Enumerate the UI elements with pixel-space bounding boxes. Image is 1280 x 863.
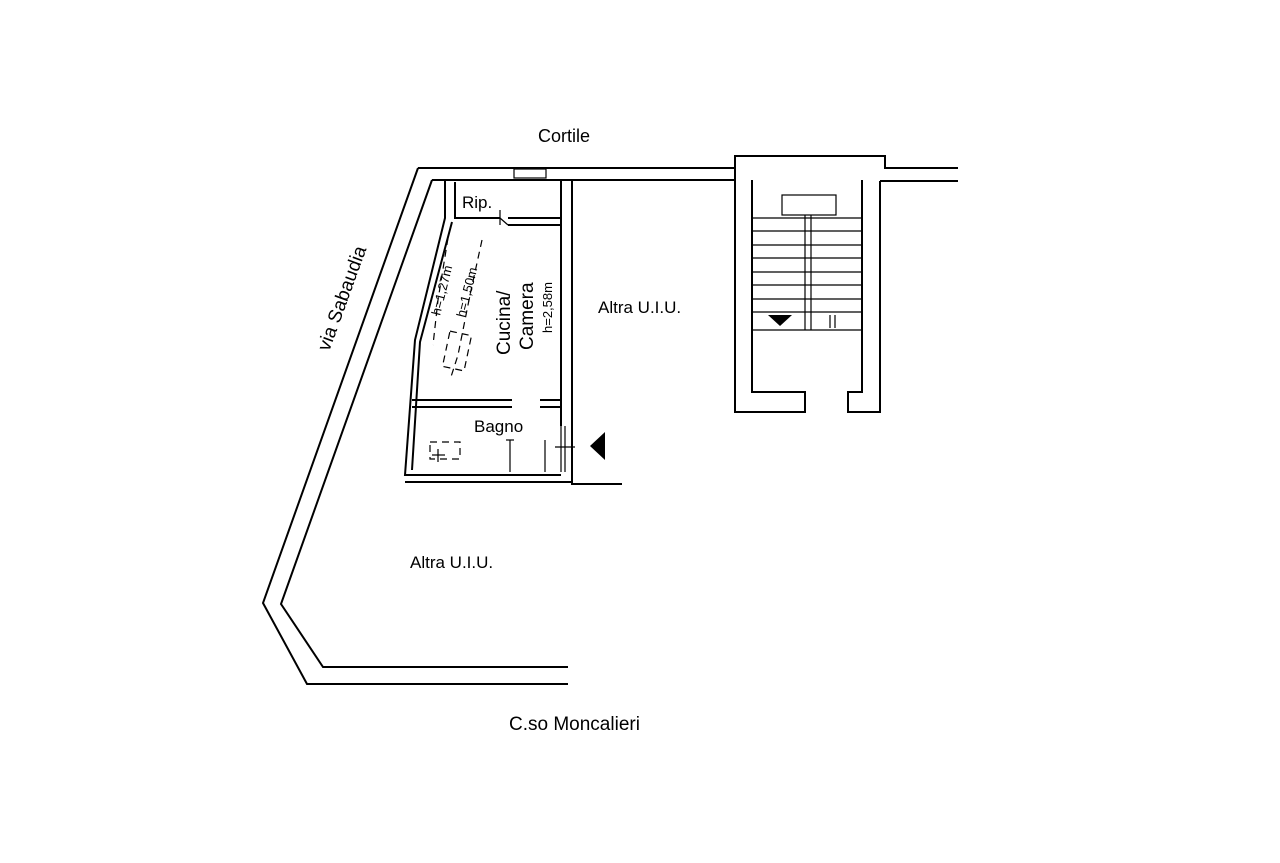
bathroom-label: Bagno xyxy=(474,417,523,436)
main-height-label: h=2,58m xyxy=(540,282,555,333)
ceiling-height-lines xyxy=(432,237,483,381)
courtyard-facade-wall xyxy=(418,155,958,182)
other-unit-right-label: Altra U.I.U. xyxy=(598,298,681,317)
kitchen-label-line1: Cucina/ xyxy=(494,290,515,355)
street-left-label: via Sabaudia xyxy=(314,243,371,354)
stairwell xyxy=(734,168,881,413)
courtyard-label: Cortile xyxy=(538,126,590,146)
shower-tray-icon xyxy=(429,441,461,460)
street-bottom-label: C.so Moncalieri xyxy=(509,714,640,735)
stair-arrow-icon xyxy=(768,315,792,326)
kitchen-label-line2: Camera xyxy=(517,282,538,350)
entrance-arrow-icon xyxy=(590,432,605,460)
storage-room-label: Rip. xyxy=(462,193,492,212)
mid-height-label: h=1,50m xyxy=(453,266,480,319)
other-unit-bottom-label: Altra U.I.U. xyxy=(410,553,493,572)
window-icon xyxy=(513,168,547,179)
outer-building-outline xyxy=(261,167,568,685)
apartment-walls xyxy=(403,180,622,485)
